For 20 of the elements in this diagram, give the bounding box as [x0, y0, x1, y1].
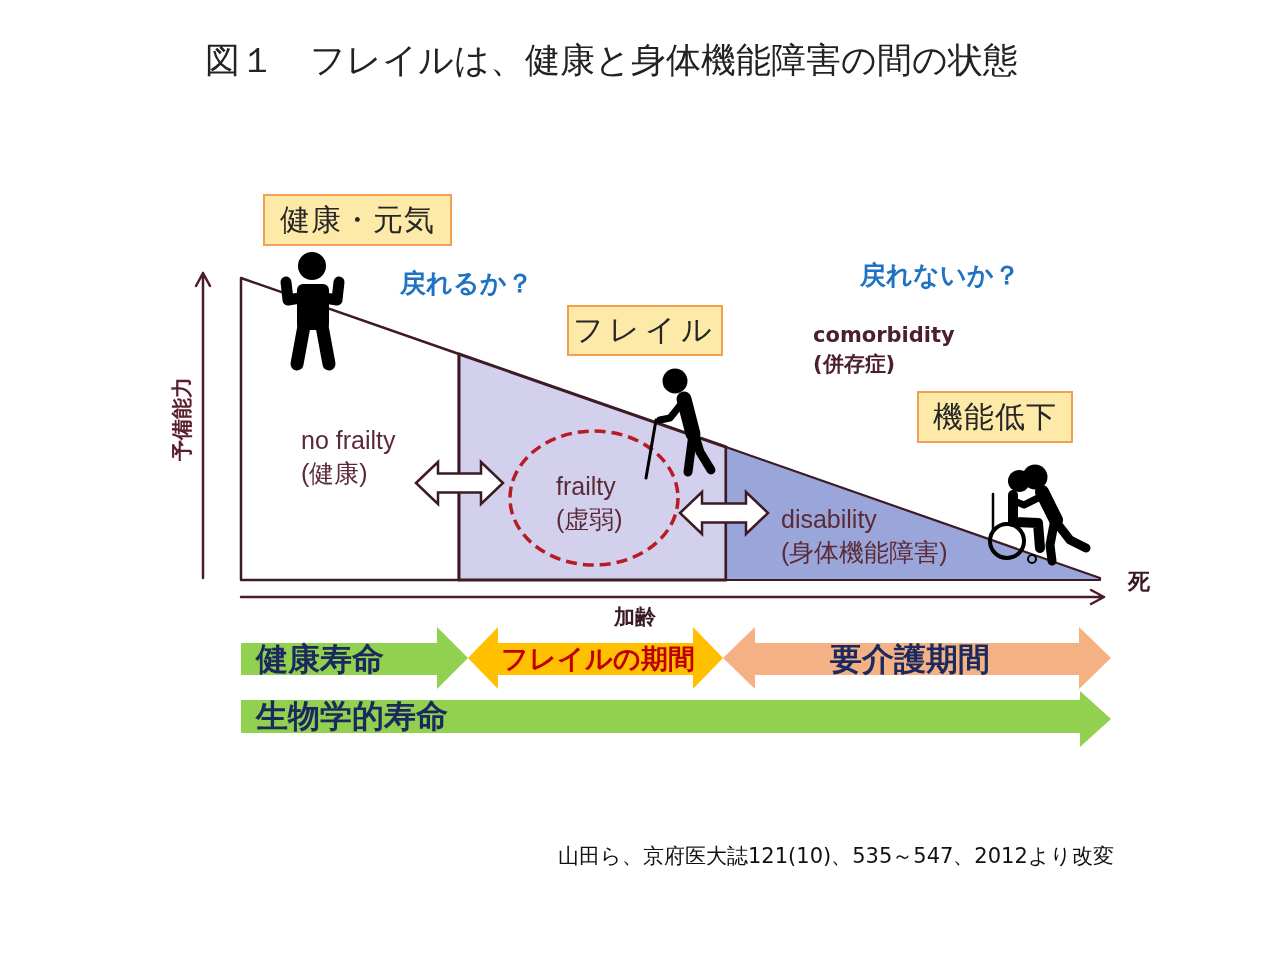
label-box: 健康・元気	[263, 194, 452, 246]
arrow-label: 健康寿命	[256, 643, 384, 675]
arrow-label: 生物学的寿命	[256, 700, 448, 733]
region-label: frailty (虚弱)	[556, 471, 624, 535]
double-arrow	[678, 489, 770, 537]
arrow-label: 要介護期間	[830, 643, 990, 675]
axis-label: 死	[1128, 568, 1150, 596]
region-label: no frailty (健康)	[301, 425, 397, 489]
question-text: 戻れるか？	[400, 267, 533, 299]
label-box: 機能低下	[917, 391, 1073, 443]
question-text: 戻れないか？	[860, 259, 1020, 291]
double-arrow	[414, 459, 505, 507]
note-text: comorbidity (併存症)	[813, 322, 953, 378]
arrow-label: フレイルの期間	[501, 643, 695, 675]
source-citation: 山田ら、京府医大誌121(10)、535～547、2012より改変	[558, 843, 1114, 870]
label-box: フレイル	[567, 305, 723, 356]
figure-title: 図１ フレイルは、健康と身体機能障害の間の状態	[205, 39, 1018, 82]
axis-label: 加齢	[614, 604, 656, 631]
axis-label: 予備能力	[168, 376, 195, 461]
region-label: disability (身体機能障害)	[781, 504, 949, 568]
